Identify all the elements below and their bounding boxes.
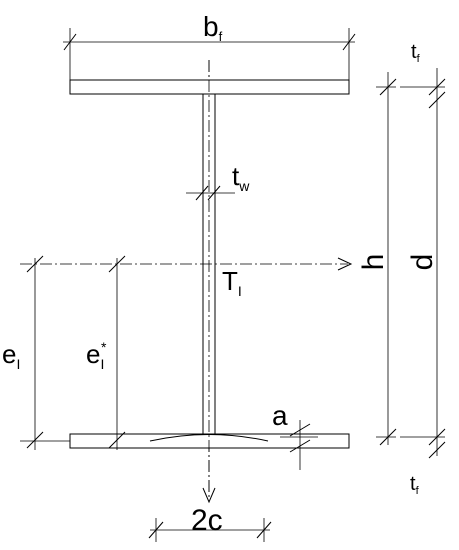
eccentricity-label: eI xyxy=(2,339,20,372)
weld-width-dimension xyxy=(148,487,272,542)
flange-width-dimension xyxy=(63,28,356,80)
eccentricity-dimension xyxy=(20,255,70,450)
web-thickness-dimension xyxy=(186,185,235,201)
eccentricity-star-dimension xyxy=(108,255,126,450)
centroid-label: TI xyxy=(222,266,242,299)
weld-size-dimension xyxy=(280,420,318,470)
centroid-axis xyxy=(20,257,353,271)
total-height-dimension xyxy=(376,72,397,446)
weld-size-label: a xyxy=(272,400,288,431)
web-thickness-label: tw xyxy=(232,161,250,194)
total-height-label: h xyxy=(357,254,390,271)
top-flange xyxy=(69,79,350,95)
web-depth-dimension xyxy=(400,68,446,459)
eccentricity-star-superscript: * xyxy=(101,339,107,355)
weld-width-label: 2c xyxy=(191,504,223,537)
flange-thickness-bottom-label: tf xyxy=(410,473,420,497)
bottom-flange xyxy=(69,433,350,449)
web-depth-label: d xyxy=(406,254,439,271)
weld-seam xyxy=(149,434,269,442)
flange-thickness-top-label: tf xyxy=(411,41,421,65)
flange-width-label: bf xyxy=(203,11,223,44)
eccentricity-star-label: eI xyxy=(86,339,104,372)
